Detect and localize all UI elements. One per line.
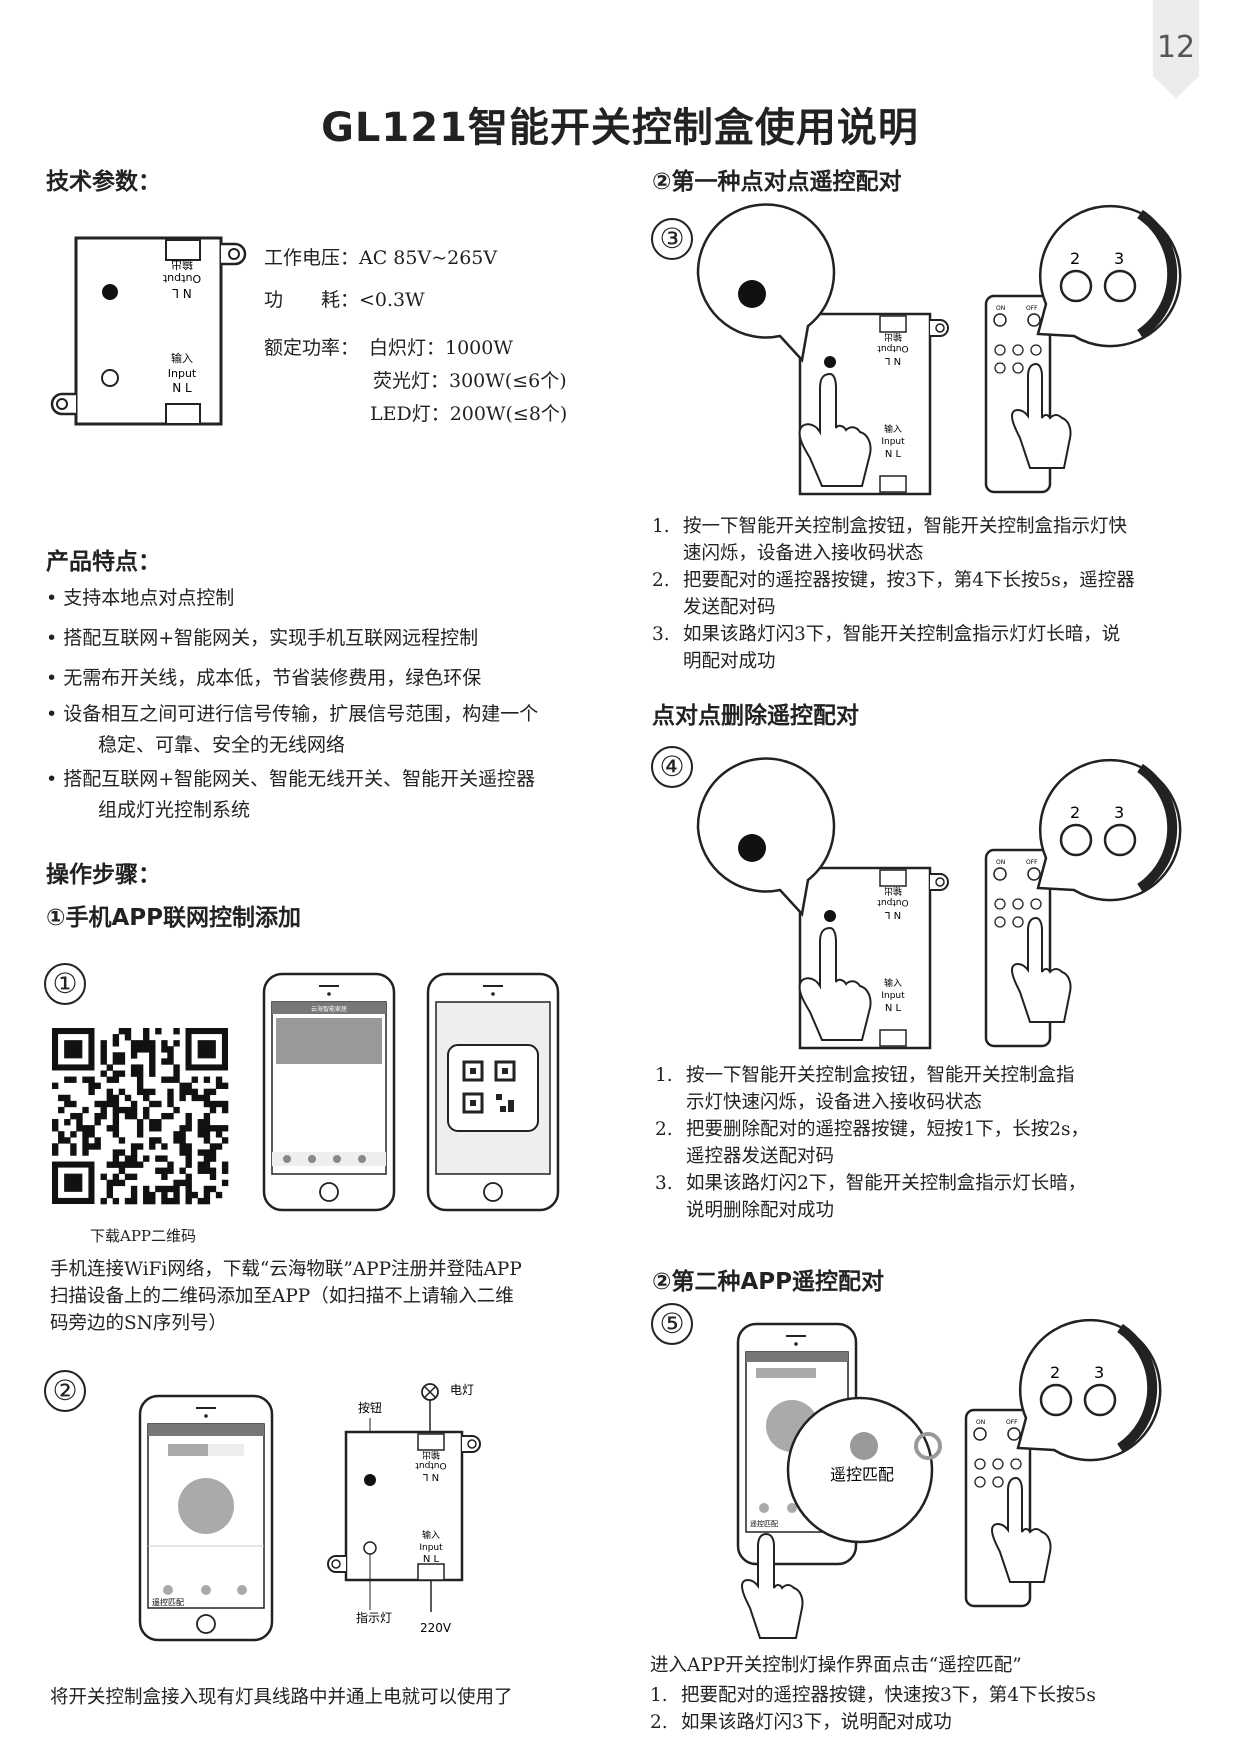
qr-caption: 下载APP二维码 bbox=[90, 1227, 197, 1245]
voltage-spec: 工作电压：AC 85V~265V bbox=[264, 247, 498, 269]
output-label: Output bbox=[415, 1460, 447, 1470]
rated-incandescent: 白炽灯：1000W bbox=[369, 337, 513, 359]
steps-heading: 操作步骤： bbox=[46, 862, 161, 888]
circle-number-3: ③ bbox=[651, 218, 693, 260]
app-title: 云海智能家居 bbox=[311, 1005, 347, 1013]
nl-label: N L bbox=[423, 1554, 440, 1565]
feature-item-cont: 组成灯光控制系统 bbox=[98, 799, 251, 821]
on-label: ON bbox=[976, 1419, 985, 1426]
output-label: Output bbox=[877, 897, 909, 907]
tech-heading: 技术参数： bbox=[46, 169, 161, 195]
on-label: ON bbox=[996, 305, 1005, 312]
remote-match-zoom-label: 遥控匹配 bbox=[830, 1465, 894, 1484]
nl-label: N L bbox=[884, 355, 901, 366]
nl-output-label: N L bbox=[172, 286, 192, 300]
page-number: 12 bbox=[1156, 30, 1196, 65]
delete-pairing-heading: 点对点删除遥控配对 bbox=[652, 703, 859, 729]
pairing-1-heading: ②第一种点对点遥控配对 bbox=[652, 169, 902, 195]
page-title: GL121智能开关控制盒使用说明 bbox=[321, 105, 919, 151]
app-pairing-steps: 1.把要配对的遥控器按键，快速按3下，第4下长按5s 2.如果该路灯闪3下，说明… bbox=[650, 1685, 1096, 1733]
input-cn-label: 输入 bbox=[884, 977, 902, 989]
rated-fluorescent: 荧光灯：300W(≤6个) bbox=[373, 370, 567, 392]
remote-match-small-label: 遥控匹配 bbox=[152, 1597, 184, 1607]
pairing-1-steps: 1.按一下智能开关控制盒按钮，智能开关控制盒指示灯快速闪烁，设备进入接收码状态 … bbox=[652, 516, 1135, 672]
features-heading: 产品特点： bbox=[46, 549, 161, 575]
app-pairing-illustration: 遥控匹配 遥控匹配 ON OFF 2 3 bbox=[736, 1318, 1162, 1639]
nl-label: N L bbox=[885, 1003, 902, 1014]
step1-subheading: ①手机APP联网控制添加 bbox=[46, 905, 301, 931]
button-2-label: 2 bbox=[1070, 249, 1080, 268]
delete-pairing-steps: 1.按一下智能开关控制盒按钮，智能开关控制盒指示灯快速闪烁，设备进入接收码状态 … bbox=[655, 1065, 1090, 1221]
output-cn-label: 输出 bbox=[171, 258, 193, 272]
feature-item: • 设备相互之间可进行信号传输，扩展信号范围，构建一个 bbox=[46, 703, 539, 725]
feature-item: • 支持本地点对点控制 bbox=[46, 587, 235, 609]
power-spec: 功 耗：<0.3W bbox=[264, 289, 425, 311]
feature-item: • 无需布开关线，成本低，节省装修费用，绿色环保 bbox=[46, 667, 482, 689]
button-3-label: 3 bbox=[1094, 1363, 1104, 1382]
nl-label: N L bbox=[885, 449, 902, 460]
circle-number-1: ① bbox=[44, 963, 86, 1005]
app-pairing-intro: 进入APP开关控制灯操作界面点击“遥控匹配” bbox=[650, 1655, 1022, 1676]
output-label: Output bbox=[877, 343, 909, 353]
page-number-tab bbox=[1153, 0, 1199, 98]
button-label: 按钮 bbox=[358, 1400, 382, 1415]
button-2-label: 2 bbox=[1050, 1363, 1060, 1382]
input-cn-label: 输入 bbox=[422, 1529, 440, 1541]
pairing-illustration-1: N L Output 输出 输入 Input N L ON OFF 2 3 bbox=[690, 203, 1200, 500]
phone-app-device: 遥控匹配 bbox=[138, 1394, 274, 1642]
wiring-diagram: 电灯 按钮 N L Output 输出 输入 Input N L 指示灯 220… bbox=[327, 1383, 481, 1635]
pairing-2-heading: ②第二种APP遥控配对 bbox=[652, 1269, 884, 1295]
qr-code bbox=[52, 1028, 229, 1205]
output-cn-label: 输出 bbox=[884, 331, 902, 343]
input-label: Input bbox=[881, 991, 905, 1001]
lamp-label: 电灯 bbox=[450, 1383, 474, 1397]
button-3-label: 3 bbox=[1114, 249, 1124, 268]
input-label: Input bbox=[881, 437, 905, 447]
rated-label: 额定功率： bbox=[264, 337, 360, 359]
phone-app-home: 云海智能家居 bbox=[262, 972, 396, 1212]
remote-match-small-label: 遥控匹配 bbox=[750, 1519, 778, 1528]
step2-description: 将开关控制盒接入现有灯具线路中并通上电就可以使用了 bbox=[50, 1687, 513, 1708]
v220-label: 220V bbox=[420, 1621, 452, 1635]
off-label: OFF bbox=[1026, 859, 1038, 866]
input-label: Input bbox=[168, 367, 197, 380]
on-label: ON bbox=[996, 859, 1005, 866]
button-2-label: 2 bbox=[1070, 803, 1080, 822]
feature-item-cont: 稳定、可靠、安全的无线网络 bbox=[98, 734, 346, 756]
control-box-diagram: N L Output 输出 输入 Input N L bbox=[50, 236, 247, 426]
output-label: Output bbox=[162, 272, 201, 285]
pairing-illustration-2: N L Output 输出 输入 Input N L ON OFF 2 3 bbox=[690, 757, 1200, 1054]
step1-description: 手机连接WiFi网络，下载“云海物联”APP注册并登陆APP 扫描设备上的二维码… bbox=[50, 1259, 522, 1334]
nl-input-label: N L bbox=[172, 381, 192, 395]
feature-item: • 搭配互联网+智能网关、智能无线开关、智能开关遥控器 bbox=[46, 768, 536, 790]
off-label: OFF bbox=[1026, 305, 1038, 312]
phone-qr-scan bbox=[426, 972, 560, 1212]
circle-number-2: ② bbox=[44, 1370, 86, 1412]
feature-item: • 搭配互联网+智能网关，实现手机互联网远程控制 bbox=[46, 627, 479, 649]
input-label: Input bbox=[419, 1543, 443, 1553]
off-label: OFF bbox=[1006, 1419, 1018, 1426]
nl-label: N L bbox=[884, 909, 901, 920]
input-cn-label: 输入 bbox=[171, 351, 193, 365]
circle-number-5: ⑤ bbox=[651, 1303, 693, 1345]
circle-number-4: ④ bbox=[651, 746, 693, 788]
input-cn-label: 输入 bbox=[884, 423, 902, 435]
rated-led: LED灯：200W(≤8个) bbox=[370, 403, 568, 425]
output-cn-label: 输出 bbox=[884, 885, 902, 897]
button-3-label: 3 bbox=[1114, 803, 1124, 822]
nl-label: N L bbox=[422, 1471, 439, 1482]
output-cn-label: 输出 bbox=[422, 1449, 440, 1461]
indicator-label: 指示灯 bbox=[356, 1610, 392, 1625]
